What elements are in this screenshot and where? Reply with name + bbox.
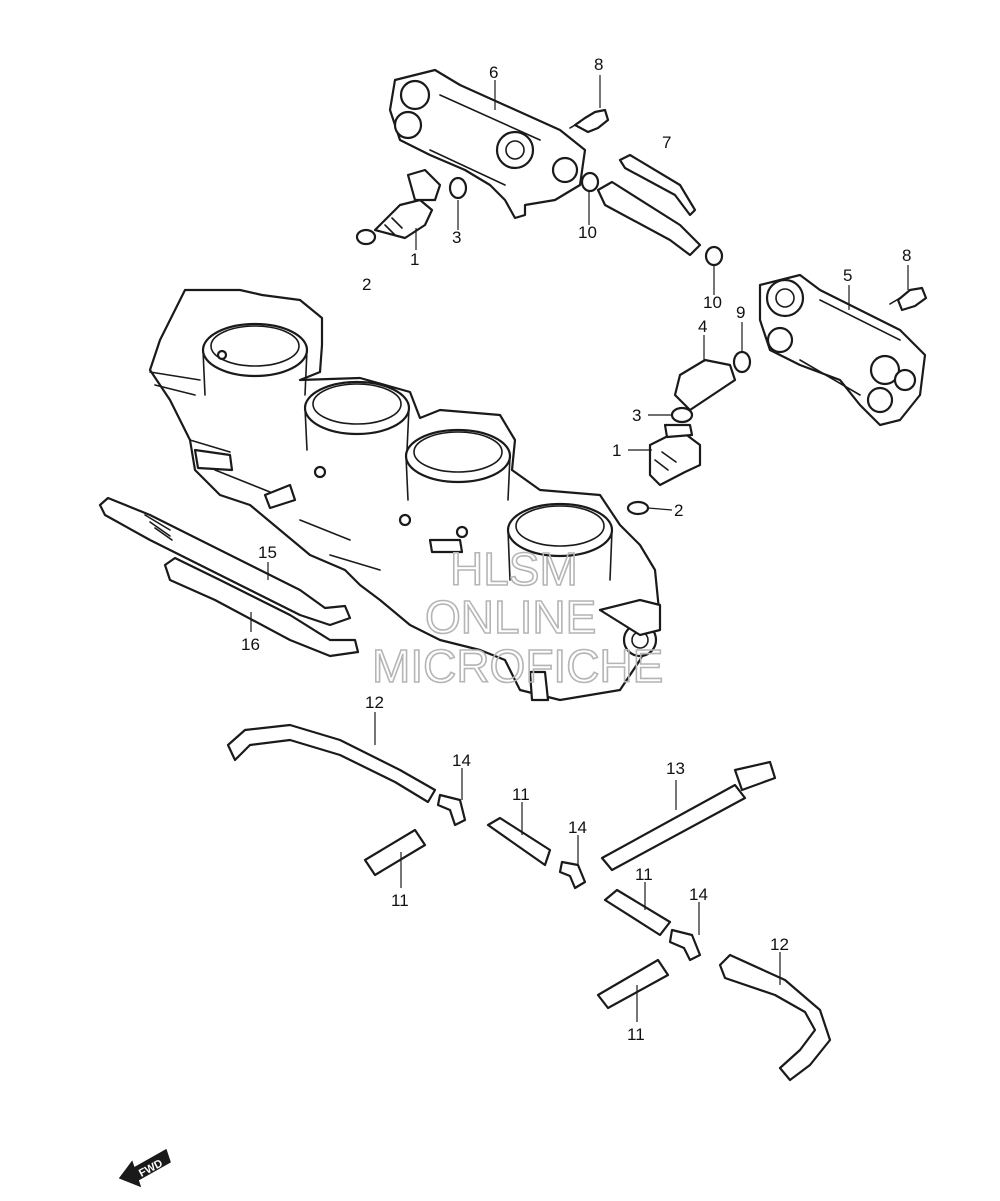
- callout-4: 4: [698, 317, 707, 336]
- leader-lines: [250, 75, 909, 1022]
- fwd-label: FWD: [137, 1157, 165, 1179]
- callout-14-a: 14: [452, 751, 471, 770]
- throttle-body-assembly: [148, 288, 662, 702]
- hose-12-lower: [718, 953, 832, 1082]
- callout-1-bottom: 1: [612, 441, 621, 460]
- callout-11-d: 11: [627, 1025, 645, 1044]
- fuel-rail-5: [758, 273, 927, 427]
- hose-11-a: [363, 828, 427, 877]
- callout-11-a: 11: [512, 785, 530, 804]
- callout-2-top: 2: [362, 275, 371, 294]
- callout-9: 9: [736, 303, 745, 322]
- watermark-line-2: ONLINE: [425, 591, 596, 643]
- watermark: HLSM ONLINE MICROFICHE: [371, 542, 664, 693]
- callout-2-bottom: 2: [674, 501, 683, 520]
- hose-13: [600, 760, 777, 872]
- o-ring-3-lower: [670, 406, 694, 424]
- injector-1-upper: [373, 168, 442, 240]
- callout-16: 16: [241, 635, 260, 654]
- callout-6: 6: [489, 63, 498, 82]
- joint-14-b: [558, 860, 587, 890]
- o-ring-2-lower: [626, 500, 650, 516]
- hose-11-d: [596, 958, 670, 1010]
- o-ring-2-upper: [355, 228, 377, 246]
- callout-11-c: 11: [635, 865, 653, 884]
- hose-11-c: [603, 888, 672, 937]
- o-ring-3-upper: [448, 176, 468, 200]
- callout-12-top: 12: [365, 693, 384, 712]
- callout-12-bottom: 12: [770, 935, 789, 954]
- fwd-arrow-icon: FWD: [118, 1148, 171, 1188]
- watermark-line-1: HLSM: [450, 543, 578, 595]
- o-ring-9: [732, 350, 752, 374]
- watermark-line-3: MICROFICHE: [372, 640, 663, 692]
- fuel-pipe-7: [596, 153, 702, 257]
- fitting-4: [673, 358, 737, 412]
- bolt-8-upper: [569, 108, 610, 134]
- hose-16: [163, 556, 360, 658]
- hose-11-b: [486, 816, 552, 867]
- o-ring-10-a: [580, 171, 600, 193]
- joint-14-a: [436, 793, 467, 827]
- callout-7: 7: [662, 133, 671, 152]
- callout-10-bottom: 10: [703, 293, 722, 312]
- callout-1-top: 1: [410, 250, 419, 269]
- hose-12-upper: [226, 723, 437, 804]
- callout-3-top: 3: [452, 228, 461, 247]
- joint-14-c: [668, 928, 702, 962]
- o-ring-10-b: [704, 245, 724, 267]
- callout-8-top: 8: [594, 55, 603, 74]
- callout-labels: 8 6 7 3 1 10 2 10 8 5 9 4 3 1 2 15 16 12…: [241, 55, 911, 1044]
- callout-13: 13: [666, 759, 685, 778]
- callout-11-b: 11: [391, 891, 409, 910]
- callout-8-bottom: 8: [902, 246, 911, 265]
- callout-3-bottom: 3: [632, 406, 641, 425]
- callout-14-b: 14: [568, 818, 587, 837]
- callout-5: 5: [843, 266, 852, 285]
- bolt-8-lower: [889, 286, 928, 312]
- callout-15: 15: [258, 543, 277, 562]
- fuel-rail-6: [388, 68, 587, 220]
- callout-10-top: 10: [578, 223, 597, 242]
- callout-14-c: 14: [689, 885, 708, 904]
- injector-1-lower: [648, 423, 702, 487]
- hose-15: [98, 496, 352, 627]
